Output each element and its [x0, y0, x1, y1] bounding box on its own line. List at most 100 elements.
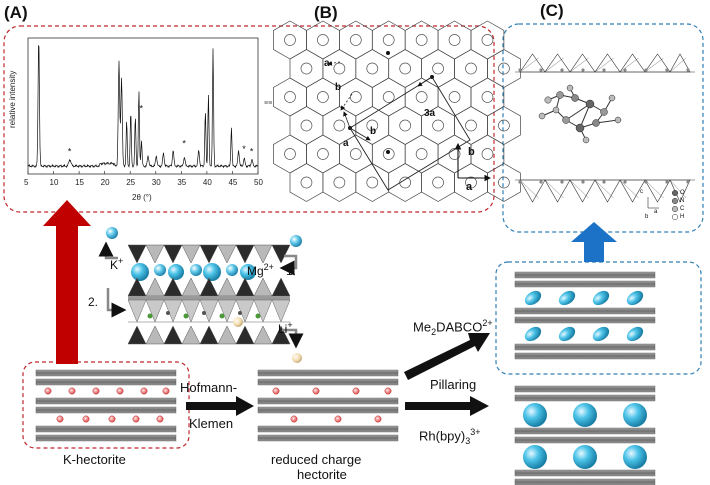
atom [665, 180, 669, 184]
hex-cell [470, 20, 505, 60]
hex-site [333, 119, 346, 132]
k-ion-charge: + [118, 256, 124, 266]
rh-bpy-sub: 3 [465, 435, 471, 446]
arrow-k-out [98, 241, 118, 260]
hex-cell [487, 49, 521, 88]
k-ion-text: K [110, 258, 119, 272]
interlayer-cation [203, 263, 221, 281]
xrd-tick-label: 35 [177, 178, 187, 187]
atom [582, 136, 590, 144]
atom [602, 68, 606, 72]
hex-site [448, 34, 461, 46]
li-ion-label: Li+ [278, 320, 293, 336]
hex-site [399, 119, 412, 132]
hex-site [465, 176, 477, 189]
octahedron [217, 299, 237, 323]
silicate-tetrahedron [145, 244, 165, 264]
interlayer-k [334, 415, 342, 423]
silicate-tetrahedron [253, 244, 273, 264]
silicate-tetrahedron [253, 325, 273, 345]
interlayer-k [162, 387, 170, 395]
hex-cell [421, 163, 455, 202]
atom [614, 116, 622, 124]
hex-site [349, 148, 362, 160]
rh-bpy-pillar [623, 403, 647, 427]
process-arrows [186, 333, 490, 416]
interlayer-k [312, 387, 320, 395]
octahedral-sheet [128, 296, 290, 300]
hex-site [465, 62, 477, 75]
hofmann-label-2: Klemen [189, 416, 234, 431]
hex-site [432, 176, 444, 189]
lattice-side-mark: ≡≡ [264, 100, 273, 107]
hex-site [415, 91, 428, 103]
atom [602, 180, 606, 184]
hex-site [432, 119, 444, 132]
silicate-tetrahedron [145, 277, 165, 297]
hex-site [382, 148, 395, 160]
atom [552, 106, 560, 114]
bond [619, 179, 639, 199]
silicate-tetrahedron [217, 244, 237, 264]
atom [608, 94, 616, 102]
li-ion-text: Li [278, 322, 288, 336]
interlayer-k [352, 387, 360, 395]
hex-cell [322, 163, 357, 202]
hex-site [382, 91, 395, 103]
rh-bpy-pillar [573, 403, 597, 427]
silicate-tetrahedron [199, 244, 219, 264]
li-site [238, 311, 242, 315]
atom [538, 112, 546, 120]
hex-cell [273, 20, 307, 60]
xrd-stars: ***** [68, 104, 254, 157]
xrd-tick-label: 30 [151, 178, 161, 187]
mol-axis-c: c [640, 189, 643, 195]
arrow-mg-in [279, 254, 298, 276]
silicate-tetrahedron [199, 325, 219, 345]
interlayer-cation [226, 264, 238, 276]
hex-cell [339, 20, 373, 60]
hex-site [382, 34, 395, 46]
hex-lattice [273, 20, 521, 202]
silicate-tetrahedron [235, 244, 255, 264]
li-cation [233, 317, 243, 327]
hex-site [349, 34, 362, 46]
interlayer-k [374, 415, 382, 423]
tetrahedron [594, 179, 621, 203]
bond [644, 179, 664, 199]
mg-site [183, 313, 189, 319]
xrd-star: * [242, 144, 246, 154]
lattice-label-b1: b [335, 82, 342, 93]
atom [518, 68, 522, 72]
hex-cell [421, 49, 455, 88]
hex-site [448, 91, 461, 103]
me2dabco-charge: 2+ [482, 318, 493, 328]
mol-legend-swatch [671, 213, 679, 221]
arrow-li-out [282, 328, 304, 349]
red-up-arrow [43, 200, 91, 364]
bond [644, 57, 664, 73]
bond [519, 57, 539, 73]
hex-site [300, 119, 313, 132]
bond [544, 57, 564, 73]
hex-site [399, 176, 412, 189]
silicate-tetrahedron [127, 277, 147, 297]
hex-site [448, 148, 461, 160]
bond [569, 179, 589, 199]
silicate-tetrahedron [163, 277, 183, 297]
mol-axis-b: b [645, 214, 649, 220]
hex-cell [371, 134, 406, 174]
atom [560, 180, 564, 184]
hex-cell [437, 134, 472, 174]
atom [623, 180, 627, 184]
hex-cell [470, 77, 505, 117]
hex-site [399, 62, 412, 75]
atom [644, 180, 648, 184]
bond [594, 179, 614, 199]
interlayer-k [290, 415, 298, 423]
hex-site [481, 91, 494, 103]
atom [592, 119, 600, 127]
octahedron [235, 299, 255, 323]
xrd-ticks [27, 171, 259, 174]
